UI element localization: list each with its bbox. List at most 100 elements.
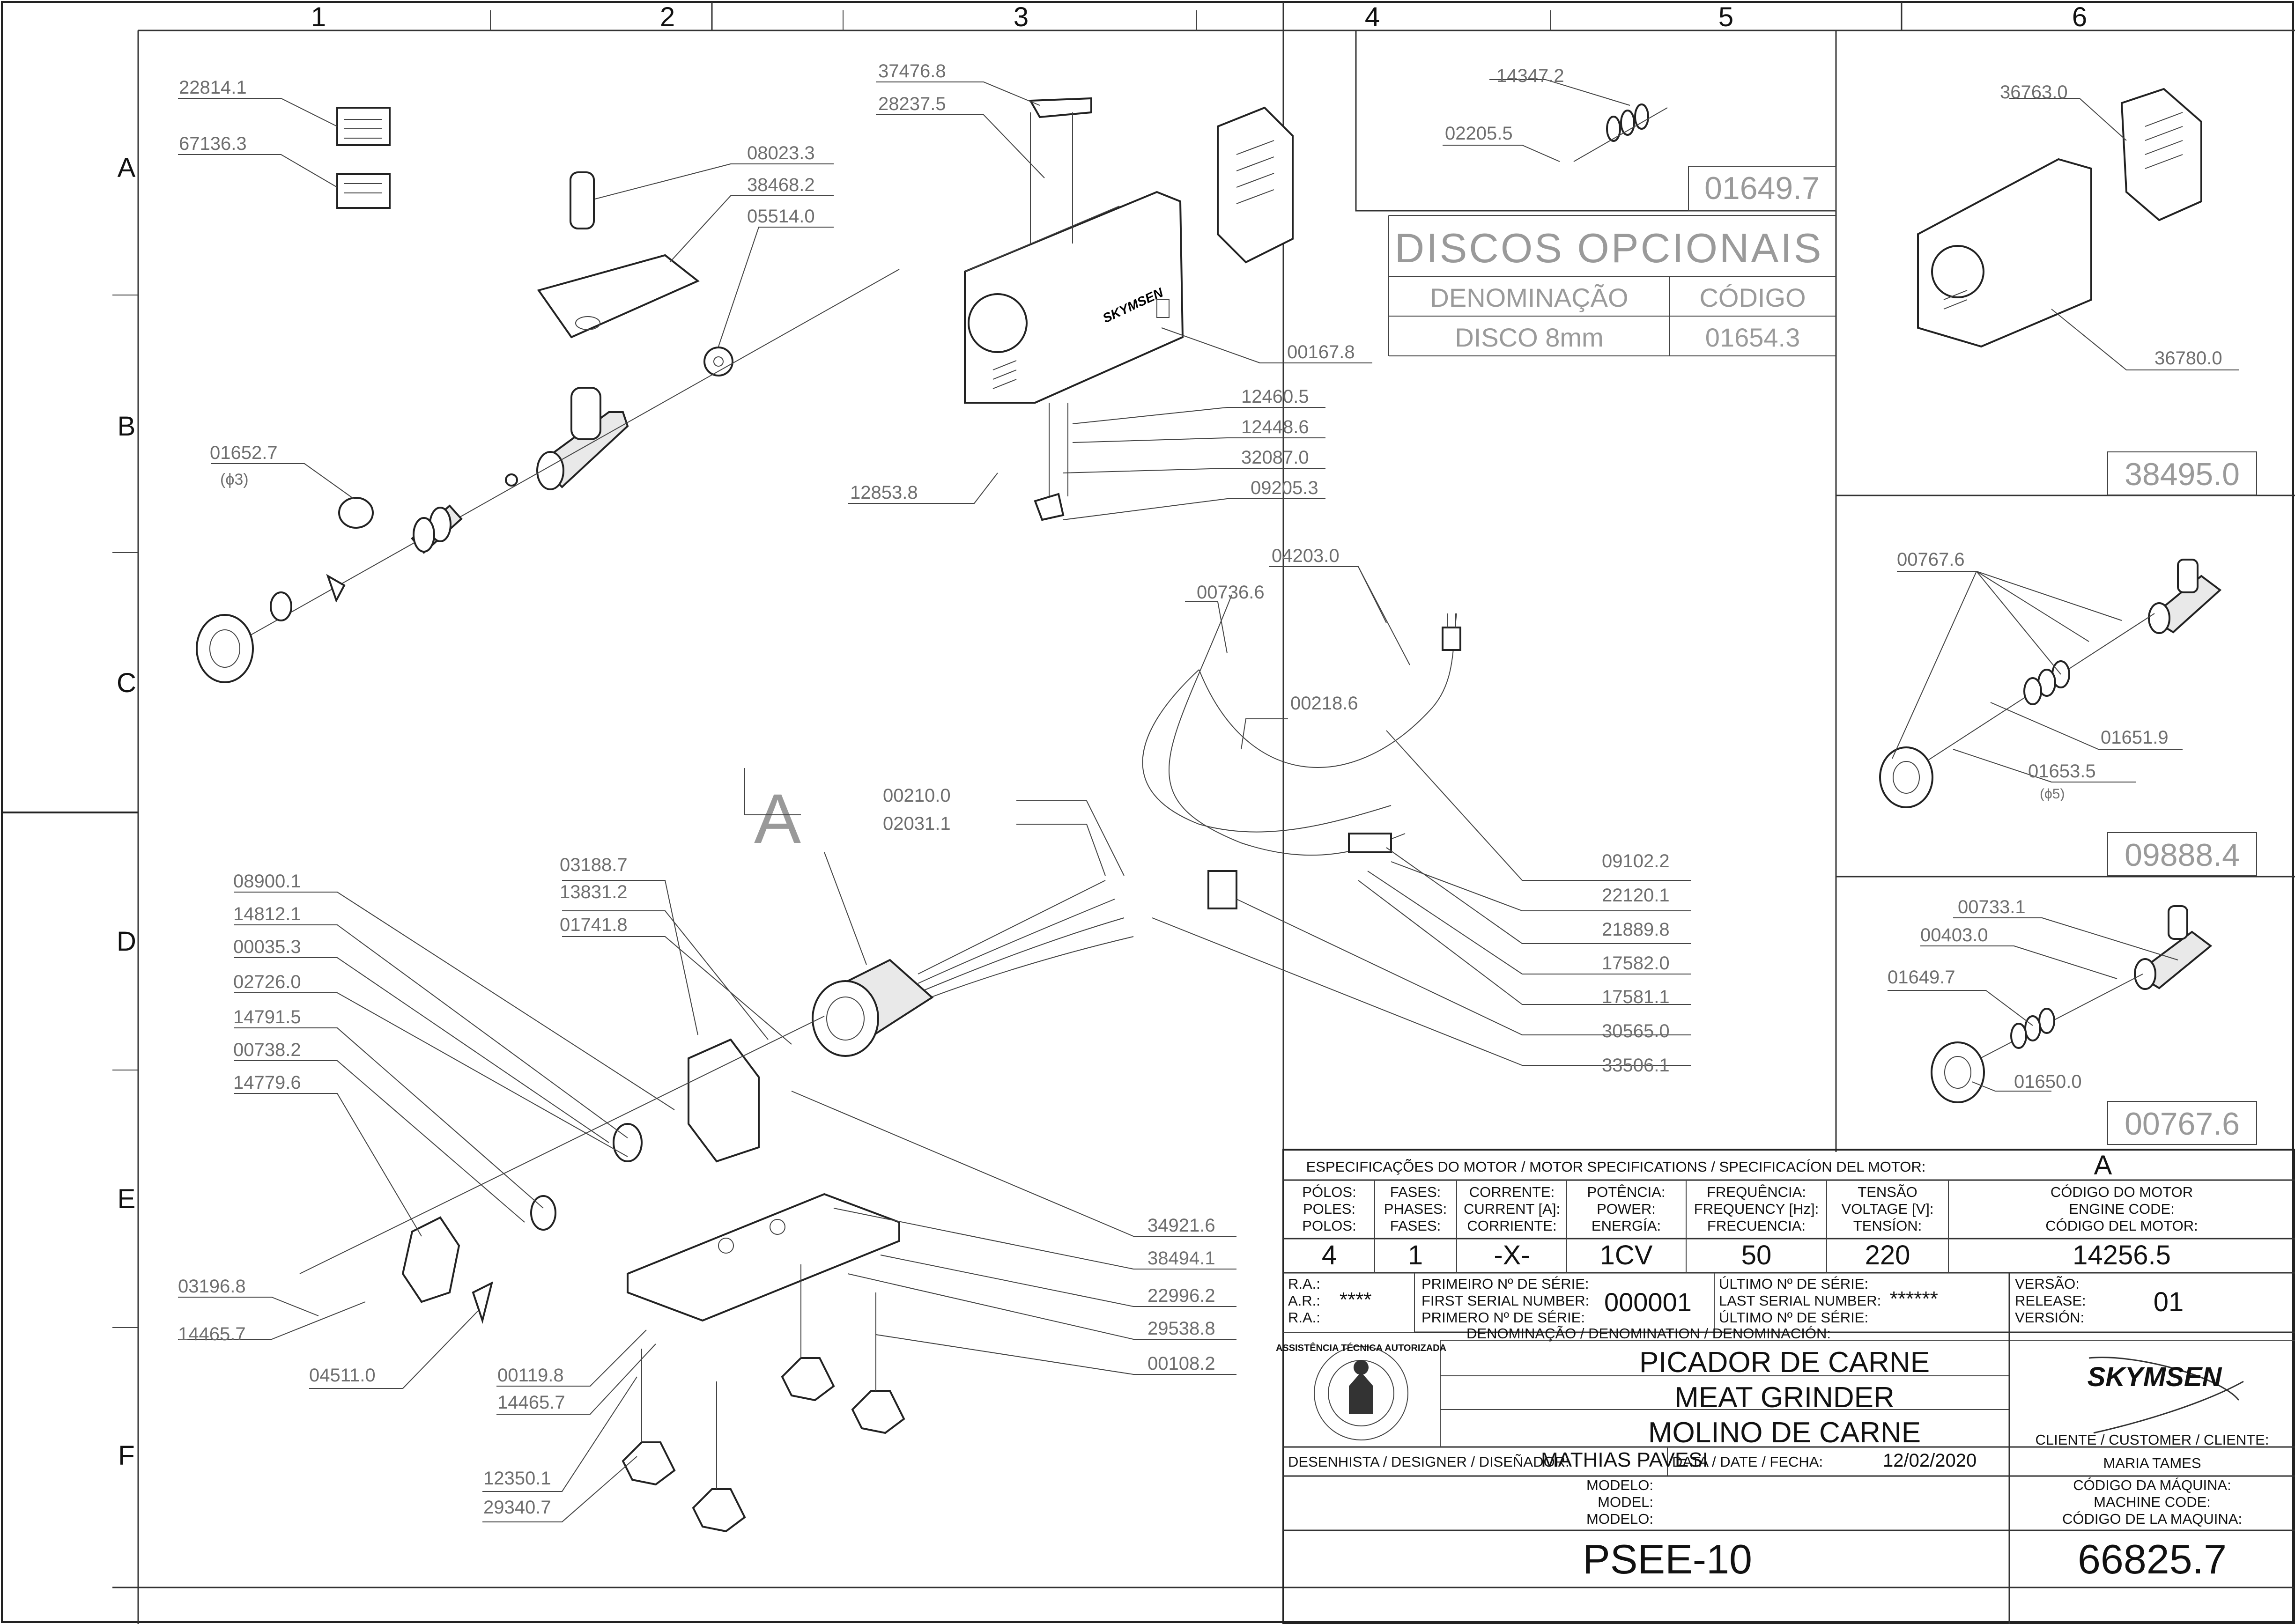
model-header-en: MODEL: [1598,1494,1653,1510]
designer-value: MATHIAS PAVESI [1541,1448,1708,1471]
model-header-pt: MODELO: [1586,1477,1653,1493]
callout-17581-1: 17581.1 [1602,987,1670,1007]
callout-22120-1: 22120.1 [1602,885,1670,906]
optional-discs-col-code: CÓDIGO [1699,283,1806,312]
callout-00218-6: 00218.6 [1290,693,1358,714]
callout-00738-2: 00738.2 [233,1040,301,1060]
callout-01651-9: 01651.9 [2101,727,2169,748]
motor-code-header-en: ENGINE CODE: [2069,1201,2175,1217]
box-38495-0-code: 38495.0 [2125,457,2240,492]
release-header-pt: VERSÃO: [2015,1276,2080,1292]
product-name-pt: PICADOR DE CARNE [1639,1346,1930,1379]
designer-header: DESENHISTA / DESIGNER / DISEÑADOR: [1288,1454,1569,1470]
callout-37476-8: 37476.8 [878,61,946,81]
brand-name: SKYMSEN [2088,1362,2222,1392]
power-cable [1169,594,1406,856]
callout-22814-1: 22814.1 [179,77,247,98]
power-header-pt: POTÊNCIA: [1587,1184,1665,1200]
callout-05514-0: 05514.0 [747,206,815,227]
callout-36780-0: 36780.0 [2154,348,2222,369]
motor [812,959,934,1057]
first-serial-value: 000001 [1604,1287,1692,1317]
callout-12350-1: 12350.1 [483,1468,551,1489]
grid-row-E: E [118,1184,136,1214]
callout-02031-1: 02031.1 [883,813,951,834]
callout-08900-1: 08900.1 [233,871,301,892]
product-name-en: MEAT GRINDER [1674,1381,1895,1414]
optional-discs-table: DISCOS OPCIONAIS DENOMINAÇÃO CÓDIGO DISC… [1388,215,1836,356]
lever-04511 [472,1281,493,1324]
authorized-service-seal: ASSISTÊNCIA TÉCNICA AUTORIZADA [1276,1342,1446,1440]
gear-14812 [613,1123,643,1162]
grid-row-D: D [117,926,136,957]
disc-01652 [338,497,374,529]
voltage-header-es: TENSÍON: [1853,1218,1922,1234]
box-01649-7 [1688,166,1836,211]
callout-09205-3: 09205.3 [1251,478,1318,498]
washer-05514 [703,347,733,376]
poles-value: 4 [1322,1240,1337,1270]
knife [326,574,346,603]
foot-4 [851,1390,905,1434]
ra-value: **** [1340,1288,1372,1311]
worm-detail-01649 [1573,103,1668,162]
current-value: -X- [1494,1240,1530,1270]
last-serial-header-es: ÚLTIMO Nº DE SÉRIE: [1719,1309,1868,1326]
voltage-value: 220 [1865,1240,1910,1270]
side-panel [1217,106,1294,264]
callout-38494-1: 38494.1 [1148,1248,1215,1269]
callout-02726-0: 02726.0 [233,972,301,992]
phases-header-pt: FASES: [1390,1184,1441,1200]
callout-14779-6: 14779.6 [233,1072,301,1093]
phases-header-en: PHASES: [1384,1201,1447,1217]
poles-header-pt: PÓLOS: [1302,1184,1356,1200]
ra-header-pt: R.A.: [1288,1276,1320,1292]
callout-12460-5: 12460.5 [1241,386,1309,407]
box-01649-7-code: 01649.7 [1704,170,1820,206]
date-header: DATA / DATE / FECHA: [1672,1454,1823,1470]
grid-row-A: A [118,153,136,183]
box-09888-4-code: 09888.4 [2125,837,2240,873]
optional-discs-row-name: DISCO 8mm [1455,323,1603,352]
housing-opening [968,293,1028,353]
callout-67136-3: 67136.3 [179,133,247,154]
brand-logo: SKYMSEN [2088,1357,2244,1434]
front-ring [196,614,254,683]
power-header-en: POWER: [1597,1201,1656,1217]
last-serial-header-pt: ÚLTIMO Nº DE SÉRIE: [1719,1276,1868,1292]
product-name-es: MOLINO DE CARNE [1648,1417,1921,1449]
motor-spec-value: A [2094,1150,2112,1181]
warning-sticker-67136 [336,173,391,209]
bracket-37476 [1029,97,1092,118]
ra-header-es: R.A.: [1288,1309,1320,1326]
foot-2 [692,1488,746,1533]
callout-29340-7: 29340.7 [483,1497,551,1518]
callout-32087-0: 32087.0 [1241,447,1309,468]
callout-17582-0: 17582.0 [1602,953,1670,974]
callout-04203-0: 04203.0 [1272,546,1340,566]
callout-01649-7: 01649.7 [1888,967,1955,988]
poles-header-en: POLES: [1303,1201,1355,1217]
gearbox [688,1038,760,1163]
switch-30565 [1207,870,1237,909]
machine-code-header-es: CÓDIGO DE LA MAQUINA: [2062,1511,2242,1527]
plug [1442,627,1461,651]
box-00767-6 [2107,1101,2257,1145]
parts-illustrations: SKYMSEN [196,88,2222,1533]
callout-14465-7-left: 14465.7 [178,1324,246,1344]
callout-14347-2: 14347.2 [1496,66,1564,86]
pusher-08023 [570,171,595,229]
base-plate [627,1193,900,1322]
box-00767-6-code: 00767.6 [2125,1106,2240,1142]
grid-col-1: 1 [311,2,326,32]
date-value: 12/02/2020 [1883,1450,1977,1471]
callout-01650-0: 01650.0 [2014,1071,2082,1092]
grid-col-6: 6 [2072,2,2087,32]
grid-labels: 1 2 3 4 5 6 A B C D E F [117,2,2087,1471]
frequency-value: 50 [1741,1240,1772,1270]
callout-14465-7-center: 14465.7 [497,1392,565,1413]
frequency-header-en: FREQUENCY [Hz]: [1694,1201,1819,1217]
title-block: ESPECIFICAÇÕES DO MOTOR / MOTOR SPECIFIC… [1276,1149,2295,1624]
frequency-header-pt: FREQUÊNCIA: [1707,1184,1806,1200]
